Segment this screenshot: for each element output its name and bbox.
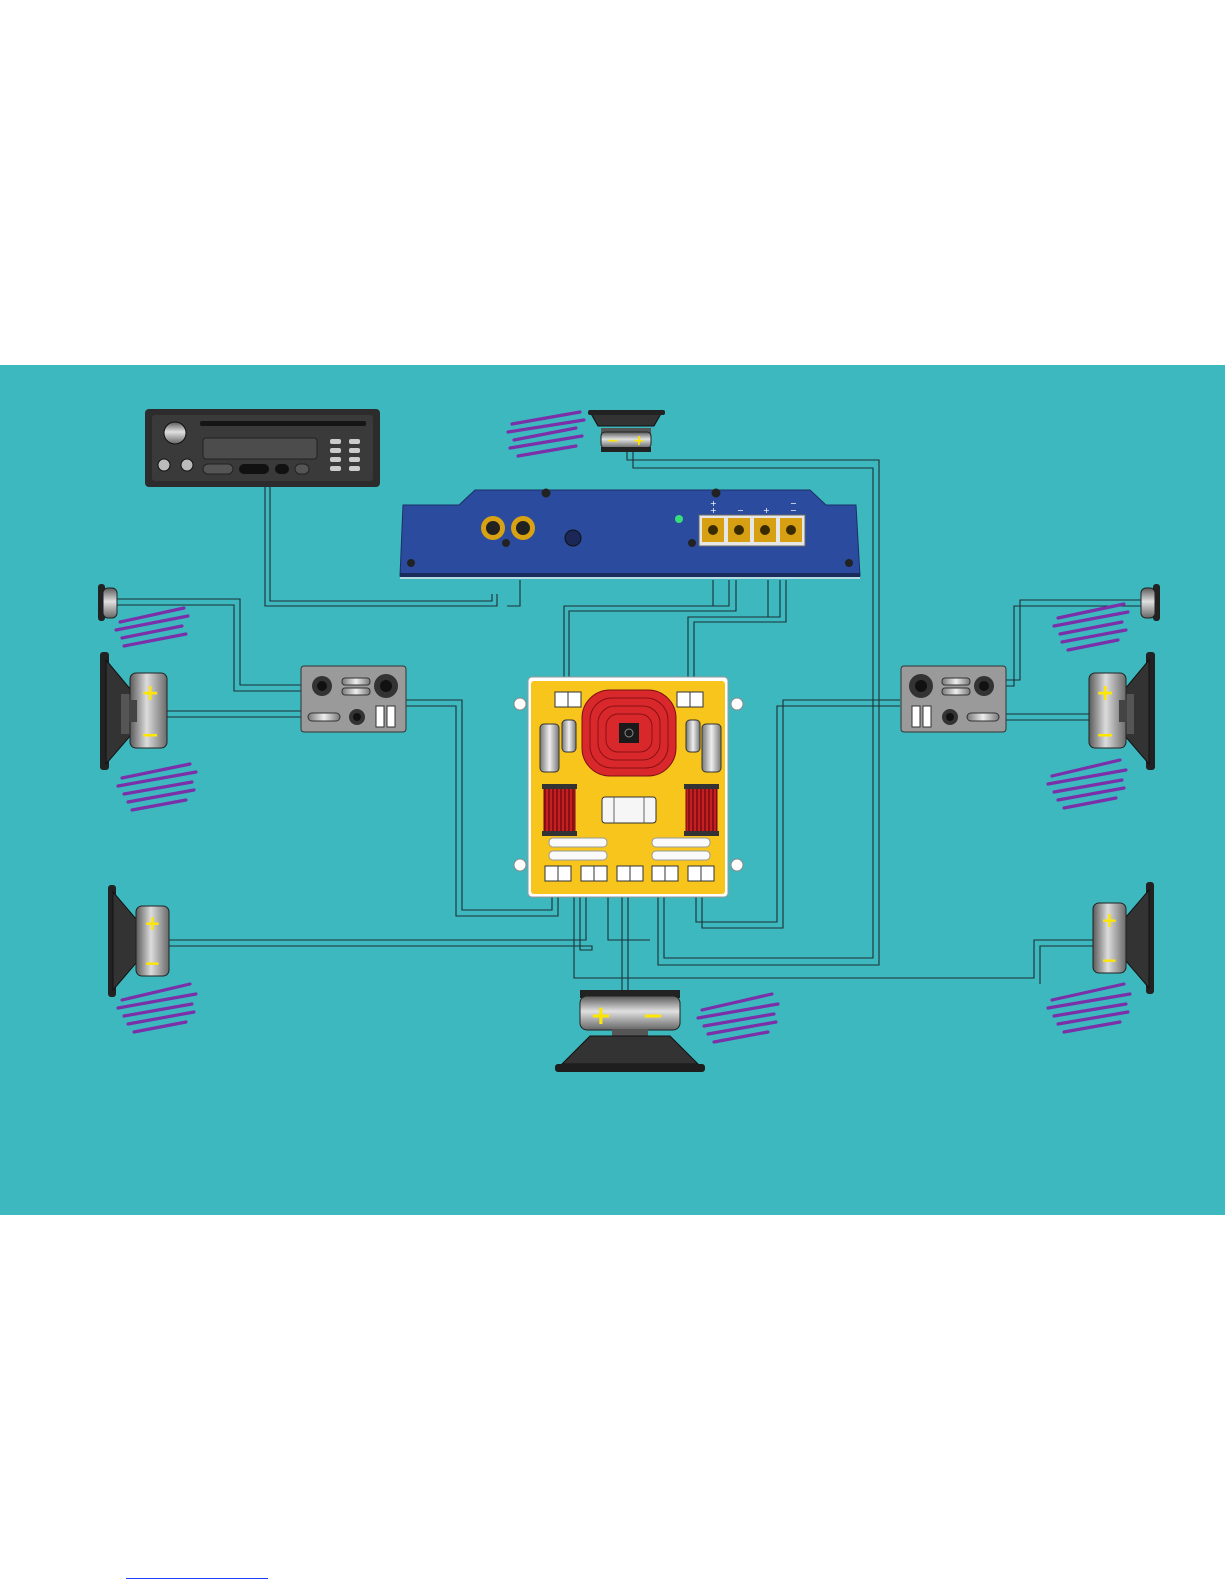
footer-link-underline[interactable] [126, 1578, 268, 1579]
display-screen [203, 438, 317, 459]
right-rear-plus: + [1101, 908, 1118, 932]
right-rear-minus: − [1101, 948, 1118, 972]
speaker-terminal-block [699, 515, 805, 546]
center-plus-label: + [633, 433, 645, 449]
power-led [675, 515, 683, 523]
amplifier: + + − + − − [400, 489, 860, 579]
air-core-inductor [582, 690, 676, 776]
sub-plus: + [590, 1001, 612, 1031]
gain-knob [565, 530, 581, 546]
amp-minus-3: − [790, 506, 797, 515]
amp-plus-2: + [710, 506, 717, 515]
left-front-plus: + [141, 681, 159, 706]
left-front-minus: − [141, 723, 159, 748]
volume-knob [164, 422, 186, 444]
right-tweeter [1141, 584, 1160, 621]
right-crossover-module [901, 666, 1006, 732]
rca-input-left [481, 516, 505, 540]
rca-input-right [511, 516, 535, 540]
sub-minus: − [642, 1001, 664, 1031]
right-front-minus: − [1096, 723, 1114, 748]
amp-plus-3: + [763, 506, 770, 515]
amp-minus-1: − [737, 506, 744, 515]
left-rear-plus: + [144, 911, 161, 935]
passive-crossover [514, 677, 743, 897]
center-minus-label: − [607, 433, 619, 449]
left-crossover-module [301, 666, 406, 732]
left-rear-minus: − [144, 951, 161, 975]
right-front-plus: + [1096, 681, 1114, 706]
left-tweeter [98, 584, 117, 621]
head-unit [145, 409, 380, 487]
